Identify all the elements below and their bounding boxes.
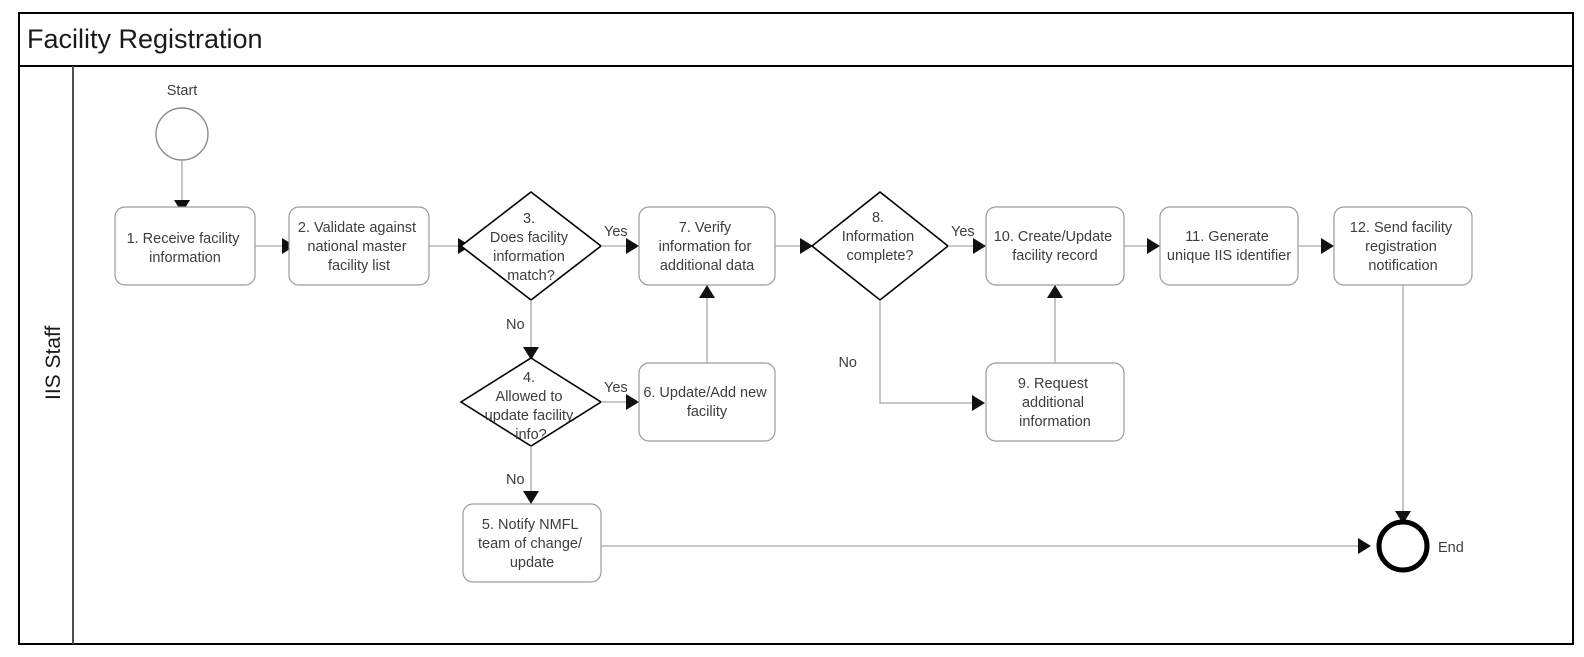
flow-n9-to-n10 (1047, 285, 1063, 363)
end-event-circle[interactable] (1376, 519, 1430, 573)
node-n3-label: 3. Does facility information match? (490, 211, 572, 284)
node-n11-label: 11. Generate unique IIS identifier (1167, 229, 1291, 264)
node-n12[interactable]: 12. Send facility registration notificat… (1333, 206, 1473, 286)
node-n3[interactable]: 3. Does facility information match? (459, 190, 603, 302)
node-n4-label: 4. Allowed to update facility info? (485, 370, 578, 443)
node-n1[interactable]: 1. Receive facility information (114, 206, 256, 286)
flow-n7-to-n8 (775, 238, 813, 254)
flow-start-to-n1 (174, 160, 190, 213)
flow-label-g4-no: No (506, 472, 525, 488)
flow-n8-no-to-n9: No (838, 300, 985, 411)
flow-label-g8-no: No (838, 355, 857, 371)
end-event-label: End (1438, 540, 1464, 556)
flow-n4-no-to-n5: No (506, 446, 539, 504)
flow-label-g3-yes: Yes (604, 224, 628, 240)
task-box[interactable] (985, 206, 1125, 286)
flow-n11-to-n12 (1298, 238, 1334, 254)
node-n10-label: 10. Create/Update facility record (994, 229, 1117, 264)
node-n2-label: 2. Validate against national master faci… (298, 220, 420, 274)
pool-body (18, 65, 1574, 645)
lane-label: IIS Staff (42, 326, 65, 400)
node-n5[interactable]: 5. Notify NMFL team of change/ update (462, 503, 602, 583)
node-n11[interactable]: 11. Generate unique IIS identifier (1159, 206, 1299, 286)
node-n9-label: 9. Request additional information (1018, 376, 1092, 430)
flow-n10-to-n11 (1124, 238, 1160, 254)
flow-n4-yes-to-n6: Yes (601, 380, 639, 410)
flow-label-g4-yes: Yes (604, 380, 628, 396)
node-n2[interactable]: 2. Validate against national master faci… (288, 206, 430, 286)
node-n4[interactable]: 4. Allowed to update facility info? (459, 357, 603, 447)
task-box[interactable] (1159, 206, 1299, 286)
flow-n8-yes-to-n10: Yes (948, 224, 986, 254)
start-event[interactable]: Start (155, 83, 209, 161)
flow-label-g3-no: No (506, 317, 525, 333)
node-n6-label: 6. Update/Add new facility (643, 385, 770, 420)
node-n8-label: 8. Information complete? (842, 210, 919, 264)
flow-n5-to-end (601, 538, 1371, 554)
node-n9[interactable]: 9. Request additional information (985, 362, 1125, 442)
page-title: Facility Registration (27, 24, 263, 54)
end-event[interactable]: End (1376, 519, 1464, 573)
flow-n3-no-to-n4: No (506, 300, 539, 360)
node-n7[interactable]: 7. Verify information for additional dat… (638, 206, 776, 286)
node-n8[interactable]: 8. Information complete? (810, 190, 950, 302)
task-box[interactable] (462, 503, 602, 583)
task-box[interactable] (638, 362, 776, 442)
pool-frame (18, 12, 1574, 645)
flow-n3-yes-to-n7: Yes (601, 224, 639, 254)
node-n5-label: 5. Notify NMFL team of change/ update (478, 517, 586, 571)
gateway-diamond[interactable] (810, 190, 950, 302)
node-n6[interactable]: 6. Update/Add new facility (638, 362, 776, 442)
node-n1-label: 1. Receive facility information (127, 231, 244, 266)
node-n12-label: 12. Send facility registration notificat… (1350, 220, 1456, 274)
flow-label-g8-yes: Yes (951, 224, 975, 240)
node-n7-label: 7. Verify information for additional dat… (659, 220, 756, 274)
flow-n12-to-end (1395, 285, 1411, 524)
node-n10[interactable]: 10. Create/Update facility record (985, 206, 1125, 286)
flow-n6-to-n7 (699, 285, 715, 363)
start-event-circle[interactable] (155, 107, 209, 161)
start-event-label: Start (167, 83, 198, 99)
